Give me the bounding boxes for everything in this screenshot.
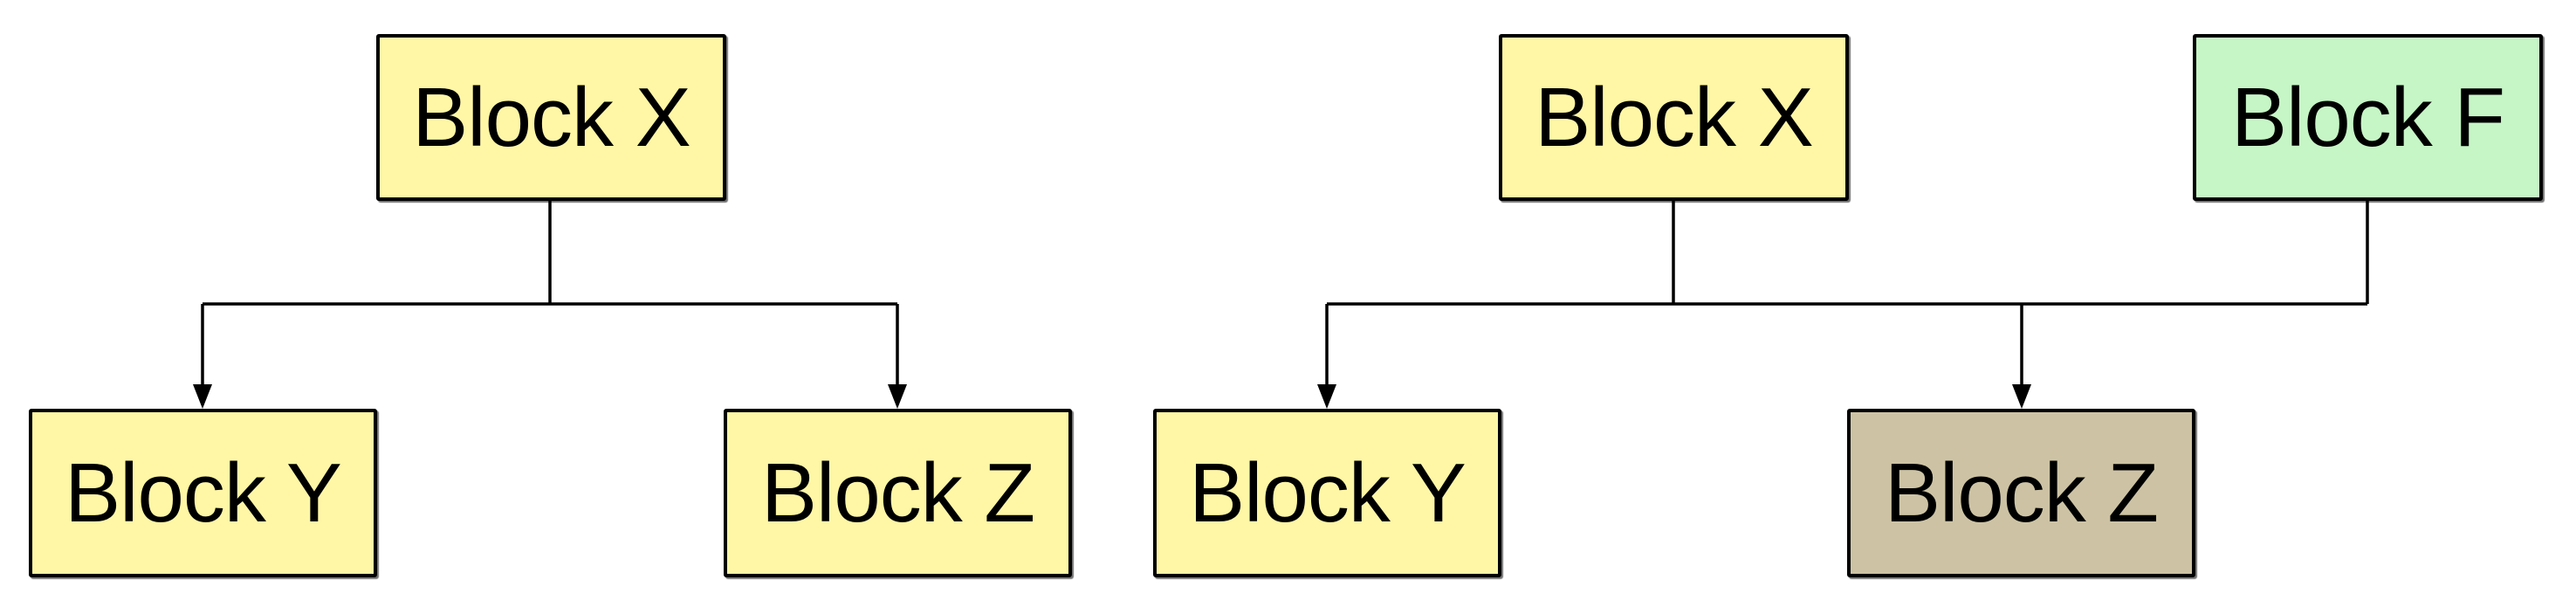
- left-block-y: Block Y: [29, 409, 377, 577]
- right-block-z-label: Block Z: [1884, 445, 2159, 540]
- left-block-x-label: Block X: [412, 70, 690, 164]
- right-arrowhead-z: [2012, 384, 2031, 409]
- left-arrowhead-z: [888, 384, 907, 409]
- left-block-x: Block X: [376, 34, 726, 201]
- right-block-f-label: Block F: [2230, 70, 2505, 164]
- left-block-z: Block Z: [724, 409, 1072, 577]
- right-block-y: Block Y: [1153, 409, 1501, 577]
- right-block-y-label: Block Y: [1189, 445, 1467, 540]
- right-arrowhead-y: [1317, 384, 1336, 409]
- left-arrowhead-y: [193, 384, 212, 409]
- right-block-x-label: Block X: [1535, 70, 1813, 164]
- right-block-f: Block F: [2193, 34, 2543, 201]
- left-block-y-label: Block Y: [65, 445, 342, 540]
- right-block-z: Block Z: [1847, 409, 2195, 577]
- left-block-z-label: Block Z: [760, 445, 1035, 540]
- right-block-x: Block X: [1499, 34, 1849, 201]
